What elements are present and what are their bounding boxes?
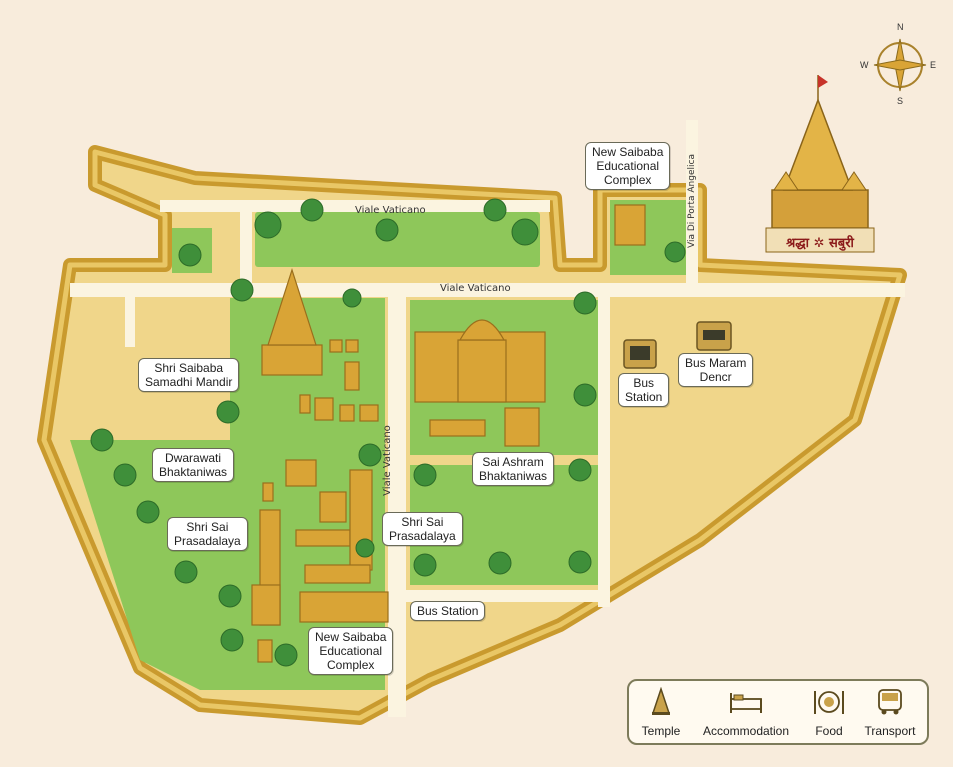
temple-title: श्रद्धा ✲ सबुरी	[786, 236, 854, 251]
street-viale-vaticano-top: Viale Vaticano	[355, 205, 426, 216]
green-west	[70, 440, 230, 690]
road-top-connector	[240, 212, 252, 287]
compass-rose-icon	[873, 38, 927, 92]
street-via-porta-angelica: Via Di Porta Angelica	[686, 154, 697, 248]
street-viale-vaticano-vertical: Viale Vaticano	[381, 425, 393, 496]
golden-temple-icon	[765, 75, 875, 253]
legend-transport: Transport	[857, 687, 923, 738]
bus-station-marker	[623, 339, 657, 369]
label-bus-maram[interactable]: Bus Maram Dencr	[678, 353, 754, 387]
label-edu-complex-bottom[interactable]: New Saibaba Educational Complex	[308, 627, 394, 675]
label-edu-complex-top[interactable]: New Saibaba Educational Complex	[585, 142, 671, 190]
buildings-temple	[251, 268, 389, 663]
street-viale-vaticano-mid: Viale Vaticano	[440, 283, 511, 294]
map-legend: Temple Accommodation Food	[627, 679, 929, 745]
legend-accommodation: Accommodation	[693, 687, 799, 738]
label-bus-station-center[interactable]: Bus Station	[410, 601, 486, 621]
legend-label-transport: Transport	[864, 724, 916, 738]
compass-south: S	[897, 96, 904, 106]
road-south	[406, 590, 606, 602]
legend-label-accommodation: Accommodation	[702, 724, 790, 738]
label-prasadalaya-right[interactable]: Shri Sai Prasadalaya	[382, 512, 463, 546]
label-prasadalaya-left[interactable]: Shri Sai Prasadalaya	[167, 517, 248, 551]
bus-icon	[878, 689, 902, 715]
legend-label-temple: Temple	[641, 724, 681, 738]
legend-label-food: Food	[815, 724, 843, 738]
label-samadhi-mandir[interactable]: Shri Saibaba Samadhi Mandir	[138, 358, 240, 392]
road-porta-angelica	[686, 120, 698, 290]
road-viale-vaticano-vertical	[388, 297, 406, 717]
bus-maram-marker	[696, 321, 732, 351]
label-bus-station-right[interactable]: Bus Station	[618, 373, 670, 407]
temple-icon	[651, 686, 671, 715]
road-west	[125, 297, 135, 347]
green-top	[255, 212, 540, 267]
legend-food: Food	[807, 687, 851, 738]
buildings-ashram	[414, 204, 646, 447]
food-icon	[814, 691, 844, 714]
compass-west: W	[860, 60, 869, 70]
road-top	[160, 200, 550, 212]
label-sai-ashram[interactable]: Sai Ashram Bhaktaniwas	[472, 452, 555, 486]
trees	[90, 198, 686, 667]
bed-icon	[730, 693, 762, 713]
compass-east: E	[930, 60, 937, 70]
compass-north: N	[897, 22, 904, 32]
road-east	[598, 297, 610, 607]
legend-temple: Temple	[637, 686, 685, 738]
label-dwarawati[interactable]: Dwarawati Bhaktaniwas	[152, 448, 235, 482]
